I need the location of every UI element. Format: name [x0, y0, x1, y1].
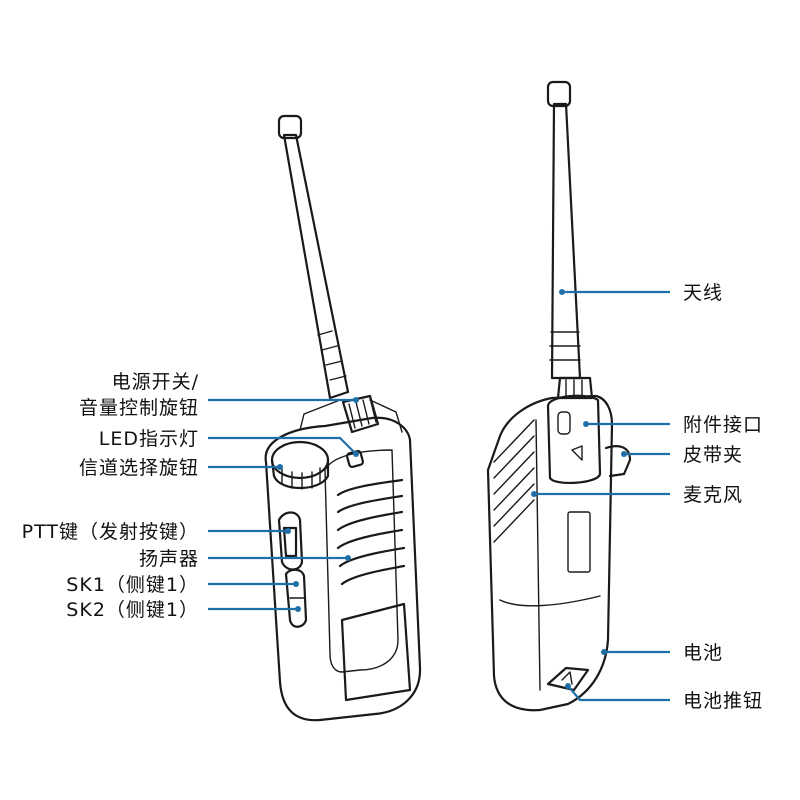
side-keys	[277, 511, 308, 628]
label-power-switch-line1: 电源开关/	[112, 371, 199, 393]
label-antenna: 天线	[683, 282, 723, 304]
belt-clip	[604, 445, 632, 478]
label-channel-knob: 信道选择旋钮	[79, 457, 199, 479]
label-battery-button: 电池推钮	[683, 690, 763, 712]
left-radio-illustration	[264, 114, 422, 722]
battery-release-button	[546, 666, 590, 692]
leader-battery-button	[567, 685, 670, 702]
right-callouts: 天线 附件接口 皮带夹 麦克风 电池 电池推钮	[531, 282, 763, 712]
label-battery: 电池	[683, 642, 723, 664]
label-speaker: 扬声器	[139, 548, 199, 570]
label-accessory-port: 附件接口	[683, 414, 763, 436]
label-belt-clip: 皮带夹	[683, 444, 743, 466]
leader-led	[208, 436, 357, 455]
left-antenna	[277, 114, 350, 400]
label-sk2: SK2（侧键1）	[66, 599, 199, 621]
label-microphone: 麦克风	[683, 484, 743, 506]
label-volume-knob-line2: 音量控制旋钮	[79, 397, 199, 419]
label-ptt-key: PTT键（发射按键）	[22, 521, 199, 543]
left-callouts: 电源开关/ 音量控制旋钮 LED指示灯 信道选择旋钮 PTT键（发射按键） 扬声…	[22, 371, 359, 621]
right-side-ribs	[493, 419, 535, 543]
speaker-grille	[336, 478, 406, 586]
label-led-indicator: LED指示灯	[99, 428, 199, 450]
right-radio-illustration	[486, 80, 632, 712]
accessory-port	[546, 394, 602, 484]
right-radio-body	[486, 394, 614, 712]
left-channel-knob	[270, 440, 330, 490]
left-front-panel	[340, 602, 412, 702]
right-antenna	[546, 80, 582, 380]
label-sk1: SK1（侧键1）	[66, 574, 199, 596]
left-radio-body	[264, 416, 422, 722]
